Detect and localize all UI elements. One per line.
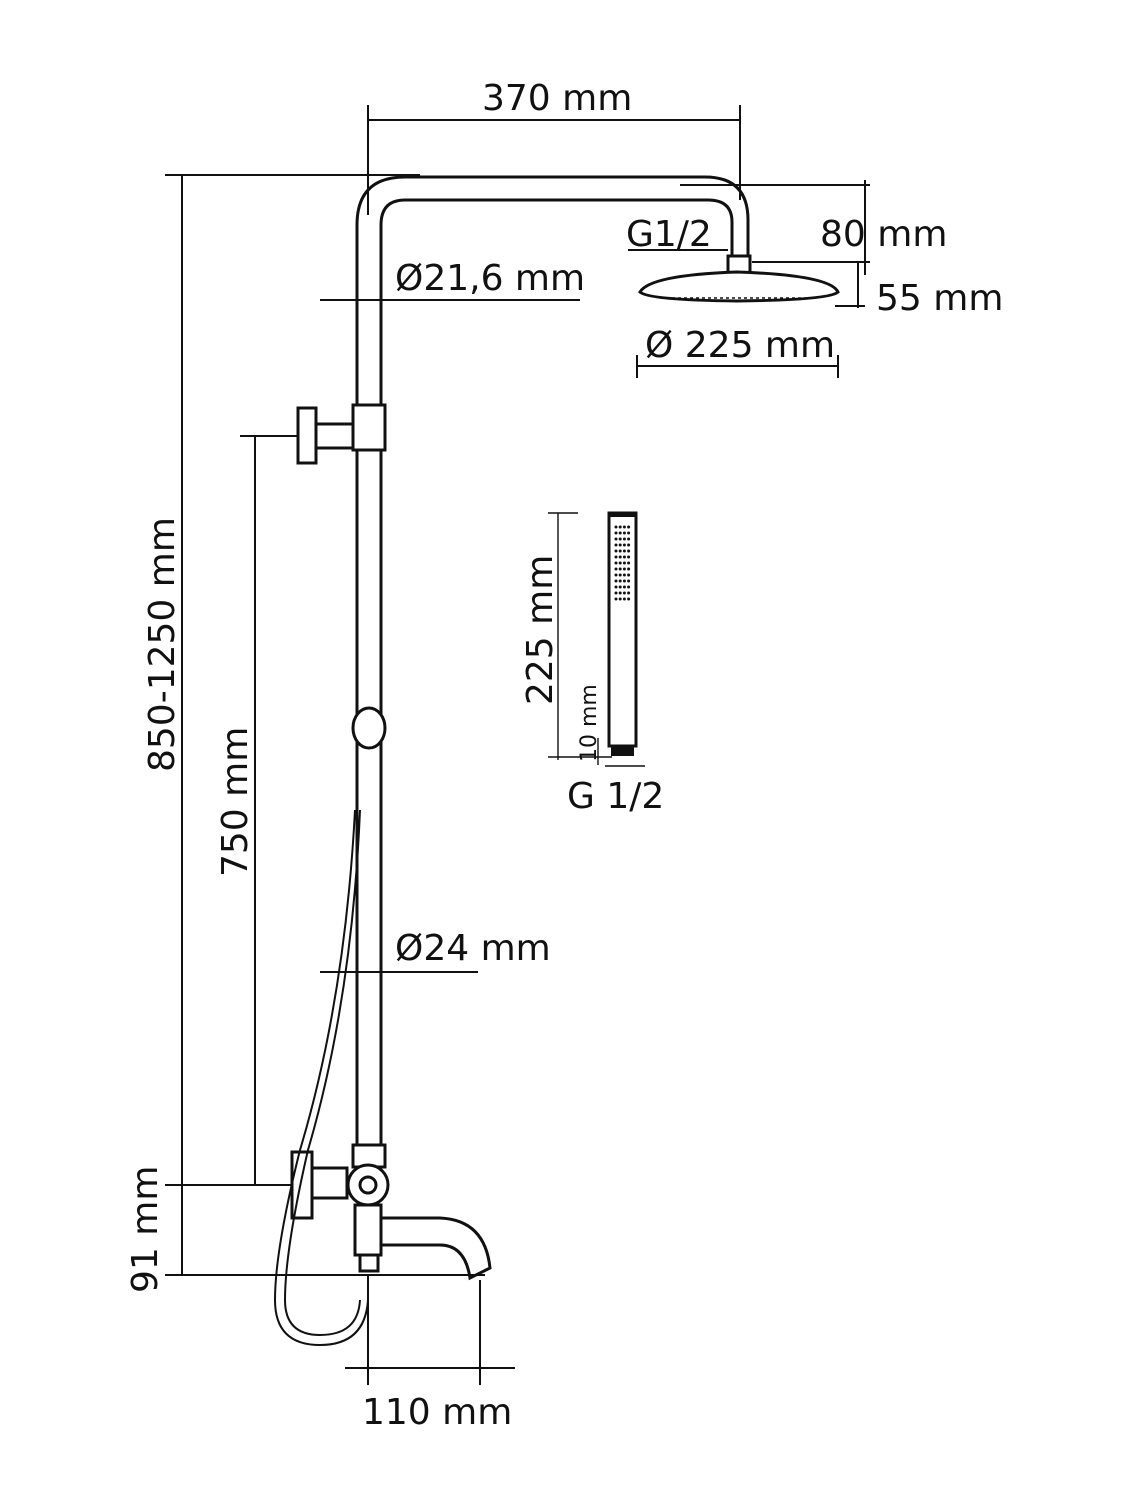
- dim-holder-height: 750 mm: [215, 727, 256, 877]
- dim-hand-shower-connection: G 1/2: [567, 776, 664, 817]
- nozzle-dot: [627, 561, 631, 565]
- nozzle-dot: [614, 573, 618, 577]
- nozzle-dot: [622, 537, 626, 541]
- dim-arm-length: 370 mm: [482, 78, 632, 119]
- nozzle-dot: [627, 573, 631, 577]
- nozzle-dot: [614, 597, 618, 601]
- dim-spout-reach: 110 mm: [362, 1392, 512, 1433]
- dim-lower-pipe-diameter: Ø24 mm: [395, 928, 551, 969]
- dim-upper-pipe-diameter: Ø21,6 mm: [395, 258, 585, 299]
- nozzle-dot: [627, 549, 631, 553]
- dimension-lines: [165, 105, 870, 1385]
- nozzle-dot: [614, 561, 618, 565]
- nozzle-dot: [618, 591, 622, 595]
- nozzle-dot: [614, 591, 618, 595]
- nozzle-dot: [618, 549, 622, 553]
- dim-hand-shower-length: 225 mm: [520, 555, 561, 705]
- dim-head-diameter: Ø 225 mm: [645, 325, 835, 366]
- nozzle-dot: [627, 591, 631, 595]
- nozzle-dot: [618, 543, 622, 547]
- nozzle-dot: [622, 579, 626, 583]
- nozzle-dot: [627, 585, 631, 589]
- nozzle-dot: [614, 579, 618, 583]
- hand-shower: [607, 511, 638, 756]
- nozzle-dot: [622, 591, 626, 595]
- nozzle-dot: [614, 531, 618, 535]
- nozzle-dot: [622, 585, 626, 589]
- nozzle-dot: [614, 525, 618, 529]
- nozzle-dot: [618, 573, 622, 577]
- nozzle-dot: [622, 525, 626, 529]
- nozzle-dot: [618, 537, 622, 541]
- nozzle-dot: [627, 525, 631, 529]
- holder-wall-mount: [296, 406, 318, 465]
- nozzle-dot: [618, 531, 622, 535]
- nozzle-dot: [622, 597, 626, 601]
- nozzle-dot: [614, 567, 618, 571]
- dim-head-height: 55 mm: [876, 278, 1003, 319]
- nozzle-dot: [622, 555, 626, 559]
- nozzle-dot: [614, 549, 618, 553]
- nozzle-dot: [622, 561, 626, 565]
- nozzle-dot: [622, 567, 626, 571]
- nozzle-dot: [618, 525, 622, 529]
- nozzle-dot: [614, 585, 618, 589]
- nozzle-dot: [622, 543, 626, 547]
- nozzle-dot: [627, 537, 631, 541]
- nozzle-dot: [618, 579, 622, 583]
- nozzle-dot: [627, 597, 631, 601]
- dim-total-height: 850-1250 mm: [142, 517, 183, 772]
- shower-column: [273, 175, 750, 1347]
- dim-mixer-height: 91 mm: [125, 1166, 166, 1293]
- nozzle-dot: [627, 579, 631, 583]
- nozzle-dot: [622, 573, 626, 577]
- nozzle-dot: [618, 561, 622, 565]
- nozzle-dot: [618, 567, 622, 571]
- nozzle-dot: [627, 531, 631, 535]
- nozzle-dot: [618, 597, 622, 601]
- nozzle-dot: [627, 543, 631, 547]
- slider: [351, 706, 387, 750]
- rain-shower-head: [638, 254, 840, 303]
- spout: [379, 1216, 492, 1281]
- nozzle-dot: [614, 537, 618, 541]
- dim-hand-shower-thread: 10 mm: [577, 684, 602, 762]
- holder-clamp: [351, 403, 387, 452]
- nozzle-dot: [627, 567, 631, 571]
- nozzle-dot: [622, 531, 626, 535]
- dim-head-connection: G1/2: [626, 214, 712, 255]
- dim-arm-drop: 80 mm: [820, 214, 947, 255]
- nozzle-dot: [614, 543, 618, 547]
- nozzle-dot: [614, 555, 618, 559]
- nozzle-dot: [622, 549, 626, 553]
- nozzle-dot: [618, 585, 622, 589]
- nozzle-dot: [627, 555, 631, 559]
- nozzle-dot: [618, 555, 622, 559]
